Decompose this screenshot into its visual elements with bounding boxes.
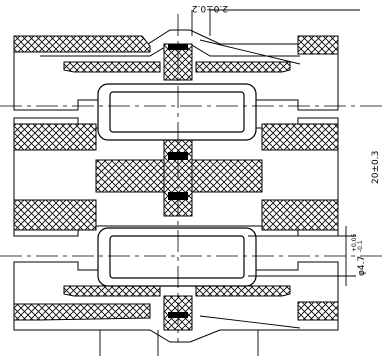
top-plate-hatch-right — [297, 35, 339, 55]
mid-flange-hatch-bottom-right — [261, 199, 339, 231]
dimension-right-diameter-tol-upper: +0.05 — [351, 233, 358, 252]
dimension-right-diameter-tol-lower: -0.1 — [357, 240, 364, 252]
lower-core-inner — [109, 235, 245, 279]
mid-flange-hatch-top-left — [13, 123, 97, 151]
centerlines — [0, 14, 382, 342]
dimension-right-cut: 20±0.3 — [371, 151, 381, 184]
bottom-plate-hatch-left — [13, 303, 151, 321]
bottom-plate-hatch-right — [297, 301, 339, 321]
dimension-top: 2.0±0.2 — [192, 3, 228, 13]
seal-2 — [168, 152, 188, 160]
hatched-sections — [13, 35, 339, 331]
dimension-right-diameter: φ4.7 — [357, 256, 367, 276]
upper-sleeve-hatch-left — [63, 61, 161, 73]
lower-housing-outline — [13, 261, 339, 343]
top-plate-hatch — [13, 35, 151, 53]
lower-sleeve-hatch-right — [195, 285, 291, 297]
dimension-lines — [99, 9, 360, 356]
lower-sleeve-hatch-left — [63, 285, 161, 297]
inner-cores — [97, 83, 257, 287]
mid-flange-hatch-top-right — [261, 123, 339, 151]
seal-1 — [168, 44, 188, 50]
upper-core-inner — [109, 91, 245, 133]
mid-flange-hatch-bottom-left — [13, 199, 97, 231]
upper-sleeve-hatch-right — [195, 61, 291, 73]
